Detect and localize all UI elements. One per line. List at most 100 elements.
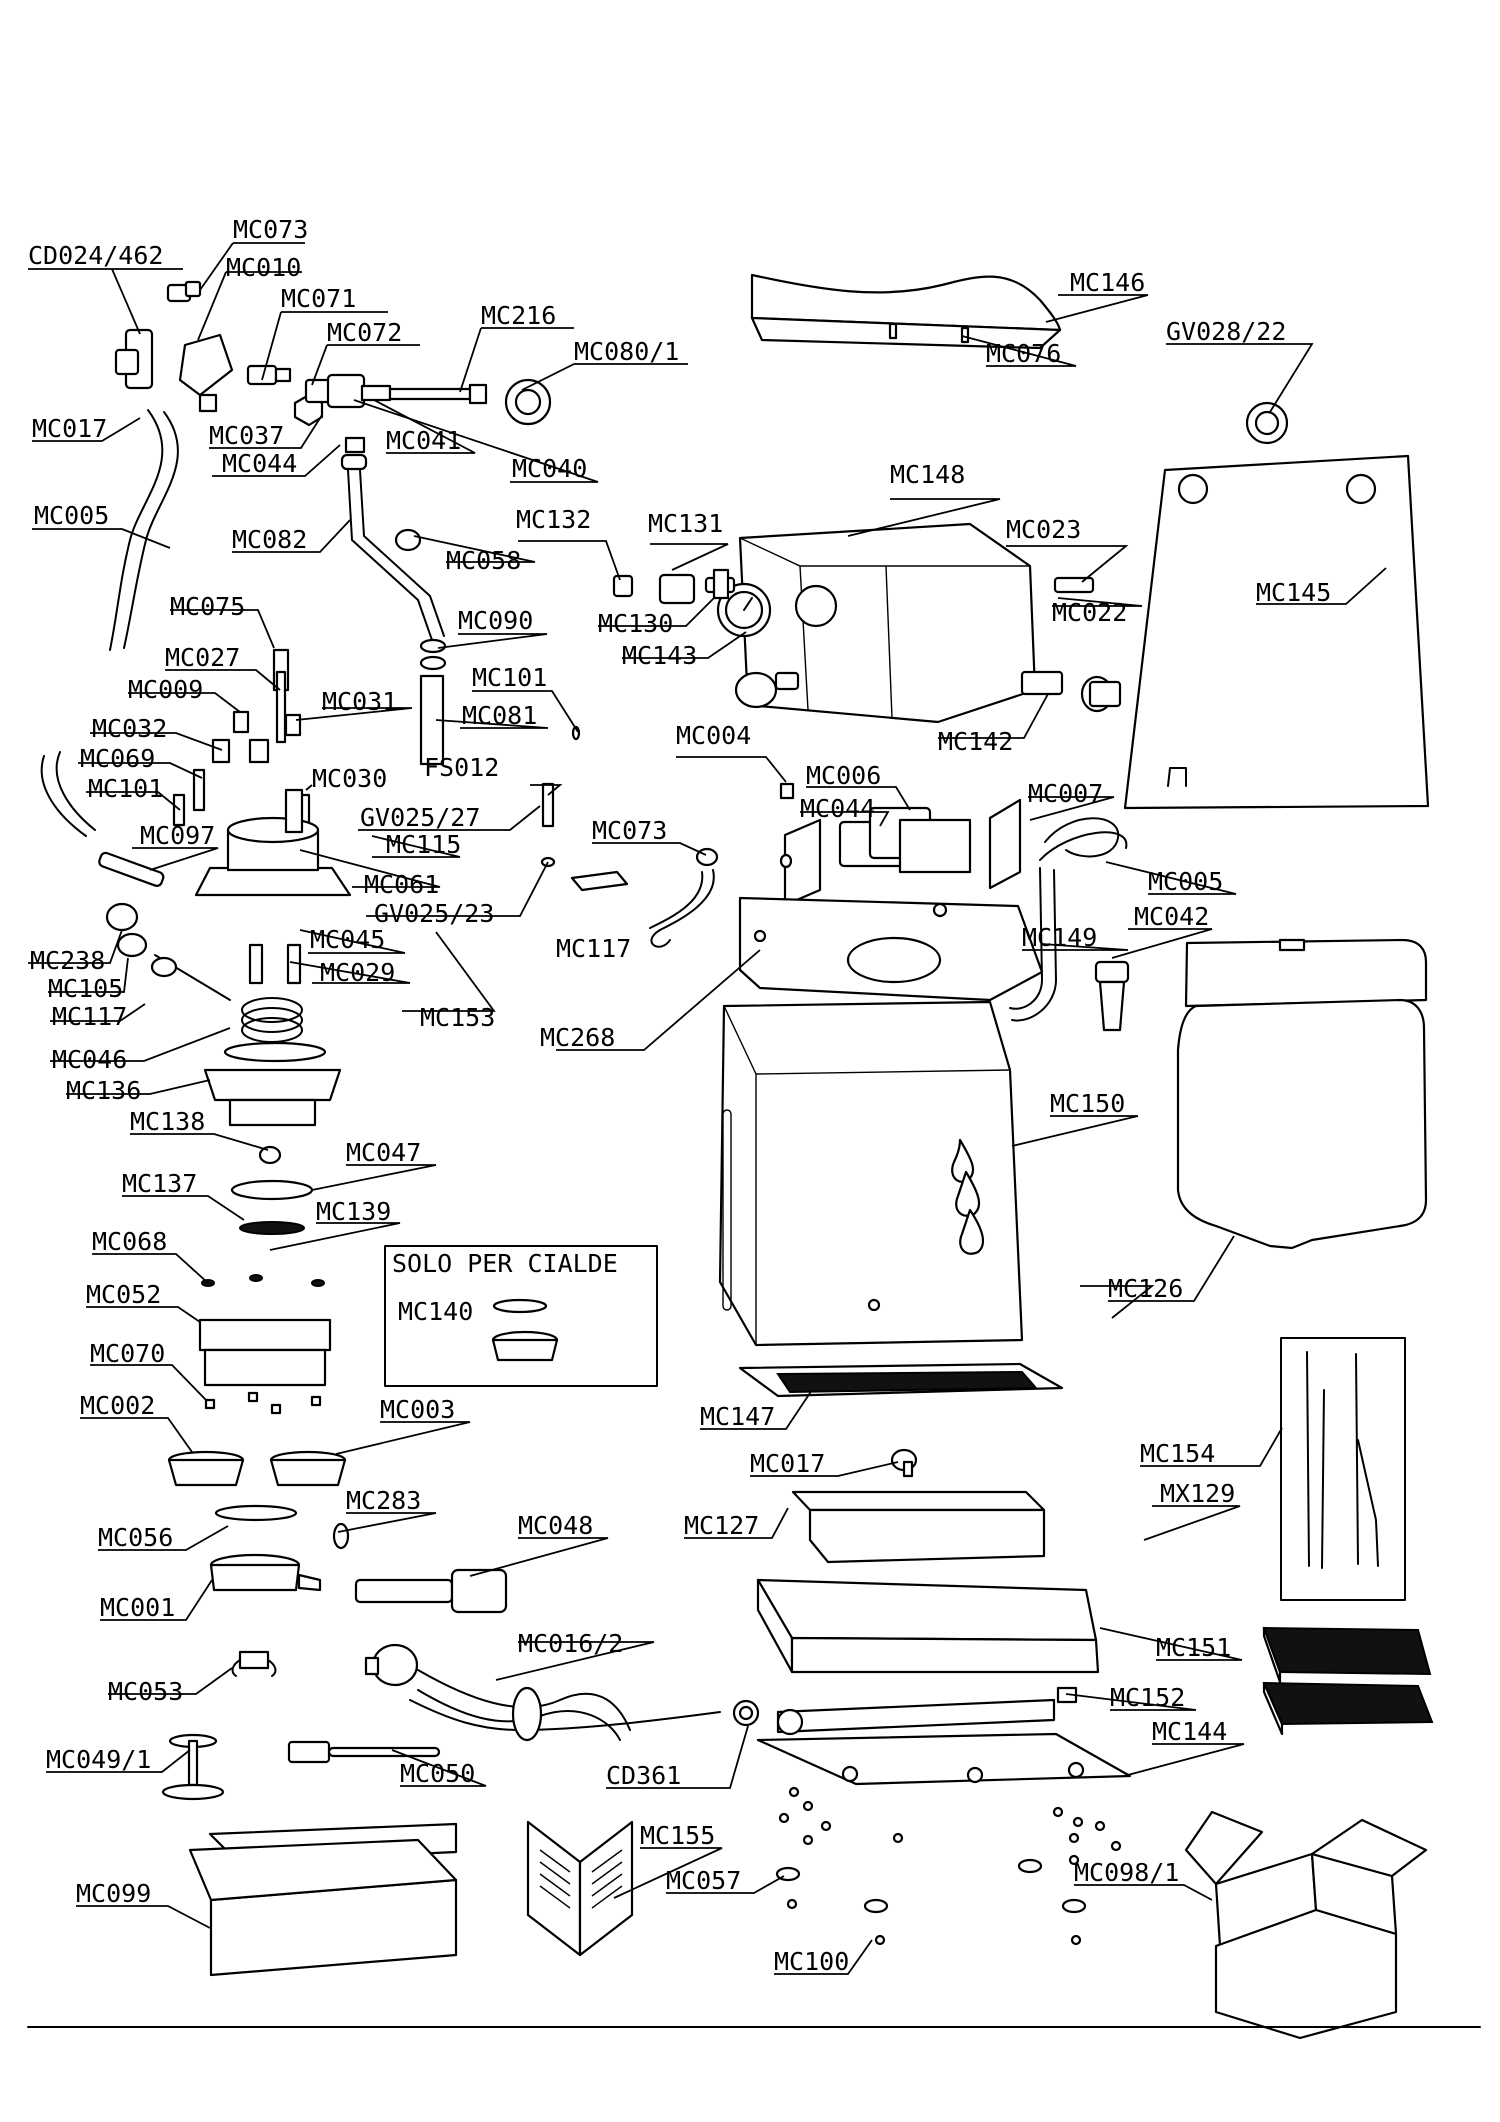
cup-tray-top bbox=[750, 273, 1062, 350]
label-mc099: MC099 bbox=[76, 1879, 151, 1908]
label-mc030: MC030 bbox=[312, 764, 387, 793]
main-body bbox=[718, 1000, 1024, 1347]
label-mc139: MC139 bbox=[316, 1197, 391, 1226]
label-mc117-left: MC117 bbox=[52, 1002, 127, 1031]
steam-valve-assembly bbox=[109, 280, 552, 651]
label-mc098-1: MC098/1 bbox=[1074, 1858, 1179, 1887]
label-gv028-22: GV028/22 bbox=[1166, 317, 1286, 346]
label-mc138: MC138 bbox=[130, 1107, 205, 1136]
label-mc151: MC151 bbox=[1156, 1633, 1231, 1662]
label-mc045: MC045 bbox=[310, 925, 385, 954]
label-mc006: MC006 bbox=[806, 761, 881, 790]
base-frame bbox=[738, 896, 1044, 1002]
base-plate bbox=[756, 1686, 1132, 1786]
label-mc137: MC137 bbox=[122, 1169, 197, 1198]
label-fs012: FS012 bbox=[424, 753, 499, 782]
drip-tray-cover bbox=[756, 1578, 1100, 1674]
label-mc080-1: MC080/1 bbox=[574, 337, 679, 366]
label-mc216: MC216 bbox=[481, 301, 556, 330]
small-fasteners bbox=[775, 1786, 1122, 1946]
label-mc117-right: MC117 bbox=[556, 934, 631, 963]
hose-assembly bbox=[364, 1643, 760, 1742]
label-mc053: MC053 bbox=[108, 1677, 183, 1706]
label-mc143: MC143 bbox=[622, 641, 697, 670]
label-mc022: MC022 bbox=[1052, 598, 1127, 627]
label-mc010: MC010 bbox=[226, 253, 301, 282]
boiler-assembly bbox=[40, 648, 352, 1415]
water-tank bbox=[1094, 938, 1428, 1250]
label-mc016-2: MC016/2 bbox=[518, 1629, 623, 1658]
solo-per-cialde-note: SOLO PER CIALDE bbox=[392, 1249, 618, 1278]
boiler-housing bbox=[612, 522, 1122, 724]
label-mc153: MC153 bbox=[420, 1003, 495, 1032]
label-cd361: CD361 bbox=[606, 1761, 681, 1790]
label-mc146: MC146 bbox=[1070, 268, 1145, 297]
label-mc069: MC069 bbox=[80, 744, 155, 773]
label-mc101-left: MC101 bbox=[88, 774, 163, 803]
label-mc040: MC040 bbox=[512, 454, 587, 483]
label-mc009: MC009 bbox=[128, 675, 203, 704]
label-mc136: MC136 bbox=[66, 1076, 141, 1105]
label-mc052: MC052 bbox=[86, 1280, 161, 1309]
label-mc046: MC046 bbox=[52, 1045, 127, 1074]
label-mc149: MC149 bbox=[1022, 923, 1097, 952]
label-mc148: MC148 bbox=[890, 460, 965, 489]
label-mc283: MC283 bbox=[346, 1486, 421, 1515]
label-mc155: MC155 bbox=[640, 1821, 715, 1850]
label-gv025-27: GV025/27 bbox=[360, 803, 480, 832]
label-mc056: MC056 bbox=[98, 1523, 173, 1552]
label-mc057: MC057 bbox=[666, 1866, 741, 1895]
label-mc042: MC042 bbox=[1134, 902, 1209, 931]
cable-set-box bbox=[1280, 1337, 1406, 1601]
label-mc047: MC047 bbox=[346, 1138, 421, 1167]
label-mc005-right: MC005 bbox=[1148, 867, 1223, 896]
label-mc017-top: MC017 bbox=[32, 414, 107, 443]
label-mc105: MC105 bbox=[48, 974, 123, 1003]
label-mc082: MC082 bbox=[232, 525, 307, 554]
label-mc029: MC029 bbox=[320, 958, 395, 987]
label-mc050: MC050 bbox=[400, 1759, 475, 1788]
label-mc041: MC041 bbox=[386, 426, 461, 455]
label-mc007: MC007 bbox=[1028, 779, 1103, 808]
label-mc100: MC100 bbox=[774, 1947, 849, 1976]
label-mc145: MC145 bbox=[1256, 578, 1331, 607]
solo-per-cialde-panel bbox=[384, 1245, 658, 1387]
pump-assembly bbox=[570, 782, 1128, 1022]
label-mc023: MC023 bbox=[1006, 515, 1081, 544]
label-mc238: MC238 bbox=[30, 946, 105, 975]
label-mc097: MC097 bbox=[140, 821, 215, 850]
label-mc150: MC150 bbox=[1050, 1089, 1125, 1118]
label-mc140: MC140 bbox=[398, 1297, 473, 1326]
label-mc076: MC076 bbox=[986, 339, 1061, 368]
label-mc070: MC070 bbox=[90, 1339, 165, 1368]
label-mc044-right: MC044 bbox=[800, 794, 875, 823]
label-mc058: MC058 bbox=[446, 546, 521, 575]
label-mc037: MC037 bbox=[209, 421, 284, 450]
label-mc004: MC004 bbox=[676, 721, 751, 750]
label-mc005-left: MC005 bbox=[34, 501, 109, 530]
label-mc032: MC032 bbox=[92, 714, 167, 743]
label-mc072: MC072 bbox=[327, 318, 402, 347]
part-labels: CD024/462 MC073 MC010 MC071 MC072 MC216 … bbox=[28, 215, 1331, 1976]
label-mc147: MC147 bbox=[700, 1402, 775, 1431]
label-mc101-right: MC101 bbox=[472, 663, 547, 692]
label-mc142: MC142 bbox=[938, 727, 1013, 756]
label-mc268: MC268 bbox=[540, 1023, 615, 1052]
drip-tray bbox=[791, 1448, 1046, 1564]
label-mc017-right: MC017 bbox=[750, 1449, 825, 1478]
label-mc126: MC126 bbox=[1108, 1274, 1183, 1303]
side-panel-right bbox=[1123, 401, 1430, 810]
label-mc068: MC068 bbox=[92, 1227, 167, 1256]
packing-box-right bbox=[1184, 1810, 1428, 2040]
filter-pads bbox=[1262, 1626, 1434, 1736]
label-mc131: MC131 bbox=[648, 509, 723, 538]
drip-grate bbox=[738, 1362, 1064, 1398]
label-mc027: MC027 bbox=[165, 643, 240, 672]
label-mc048: MC048 bbox=[518, 1511, 593, 1540]
portafilter-assembly bbox=[161, 1450, 508, 1801]
label-mc152: MC152 bbox=[1110, 1683, 1185, 1712]
label-mc075: MC075 bbox=[170, 592, 245, 621]
label-mc130: MC130 bbox=[598, 609, 673, 638]
label-mc115: MC115 bbox=[386, 830, 461, 859]
label-mc002: MC002 bbox=[80, 1391, 155, 1420]
